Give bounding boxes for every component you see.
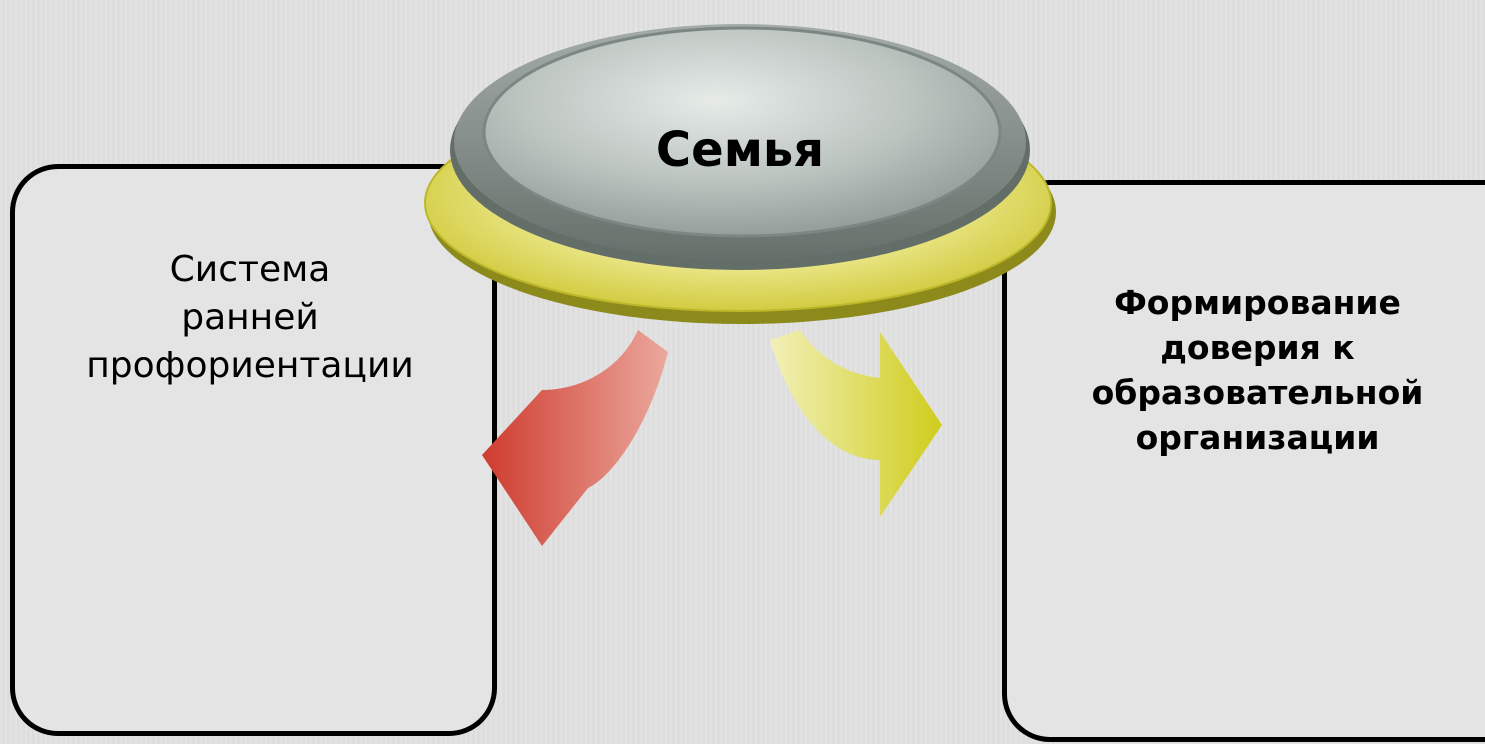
left-box-line: Система	[169, 249, 331, 290]
left-box-line: профориентации	[86, 345, 414, 386]
right-box-line: Формирование	[1114, 283, 1401, 322]
right-arrow	[770, 330, 942, 517]
right-box-line: организации	[1135, 418, 1380, 457]
left-box-line: ранней	[181, 297, 319, 338]
center-label: Семья	[655, 122, 825, 178]
right-box-line: образовательной	[1091, 373, 1424, 412]
left-arrow	[482, 330, 668, 546]
right-box-text: Формирование доверия к образовательной о…	[1030, 280, 1485, 460]
left-box	[10, 164, 497, 736]
left-box-text: Система ранней профориентации	[30, 246, 470, 390]
right-box	[1002, 180, 1485, 742]
right-box-line: доверия к	[1160, 328, 1355, 367]
